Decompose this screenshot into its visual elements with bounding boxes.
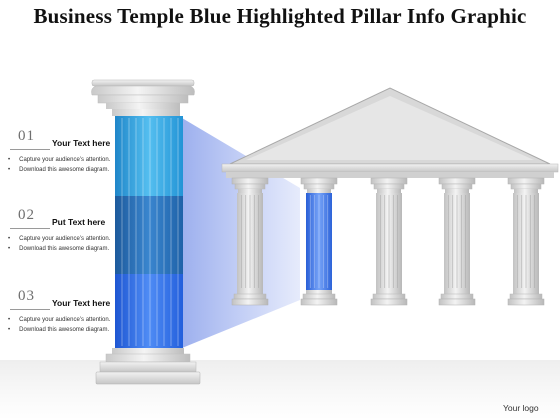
step-heading: Put Text here [52, 217, 106, 227]
logo-text: Your logo [503, 403, 539, 413]
bullet-item: Download this awesome diagram. [8, 325, 110, 335]
step-heading: Your Text here [52, 298, 111, 308]
divider [10, 309, 50, 310]
bullet-item: Capture your audience’s attention. [8, 315, 110, 325]
big-pillar [91, 79, 201, 385]
floor [0, 360, 560, 420]
step-number: 02 [18, 207, 35, 223]
step-number: 01 [18, 128, 35, 144]
divider [10, 228, 50, 229]
pillar-segment-02 [115, 196, 183, 274]
step-number: 03 [18, 288, 35, 304]
bullet-item: Download this awesome diagram. [8, 244, 110, 254]
divider [10, 149, 50, 150]
page-title: Business Temple Blue Highlighted Pillar … [33, 4, 527, 28]
highlighted-column [300, 177, 338, 306]
temple-column [370, 177, 408, 306]
temple [221, 87, 559, 178]
pillar-segment-03 [115, 274, 183, 348]
step-bullets: Capture your audience’s attention. Downl… [8, 234, 110, 254]
temple-column [438, 177, 476, 306]
step-heading: Your Text here [52, 138, 111, 148]
bullet-item: Capture your audience’s attention. [8, 155, 110, 165]
step-bullets: Capture your audience’s attention. Downl… [8, 315, 110, 335]
bullet-item: Capture your audience’s attention. [8, 234, 110, 244]
step-bullets: Capture your audience’s attention. Downl… [8, 155, 110, 175]
pillar-segment-01 [115, 116, 183, 196]
bullet-item: Download this awesome diagram. [8, 165, 110, 175]
temple-column [231, 177, 269, 306]
temple-column [507, 177, 545, 306]
